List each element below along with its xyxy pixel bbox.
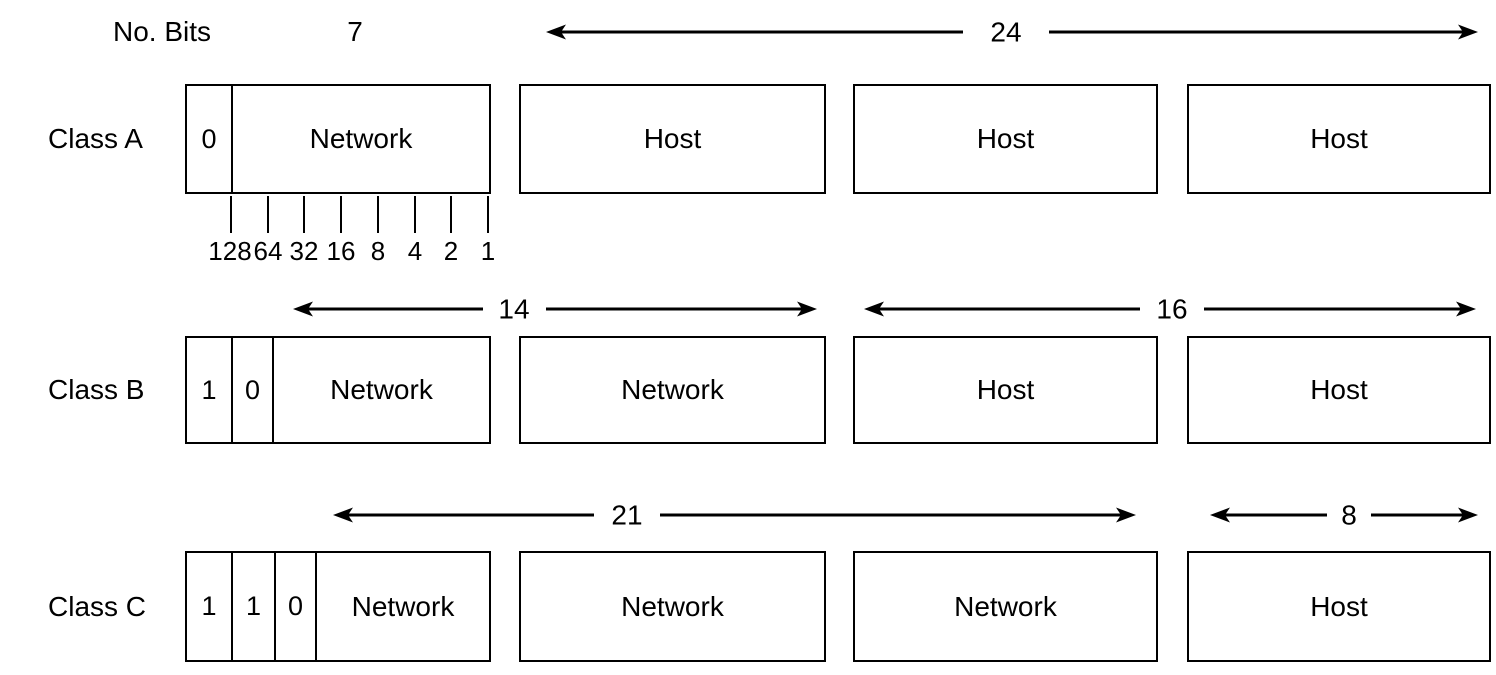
class-c-leading-bit-3: 0 xyxy=(276,553,317,660)
class-a-network-bit-count: 7 xyxy=(347,16,363,47)
class-a-octet1-box: 0 Network xyxy=(185,84,491,194)
class-c-label: Class C xyxy=(48,590,147,622)
class-b-octet4-box: Host xyxy=(1187,336,1491,444)
class-a-host-bits-arrow: 24 xyxy=(546,17,1478,48)
bit-value-ticks: 128 64 32 16 8 4 2 1 xyxy=(208,196,495,266)
class-a-octet4-box: Host xyxy=(1187,84,1491,194)
class-b-host-bit-count: 16 xyxy=(1156,294,1187,325)
class-c-network-bits-arrow: 21 xyxy=(333,500,1136,531)
class-c-network-field: Network xyxy=(351,590,455,622)
bit-value-label-16: 16 xyxy=(327,236,356,266)
bit-value-label-128: 128 xyxy=(208,236,251,266)
bit-value-label-32: 32 xyxy=(290,236,319,266)
class-b-leading-bit-2: 0 xyxy=(233,338,274,442)
class-b-network-bit-count: 14 xyxy=(498,294,529,325)
class-c-leading-bit-1: 1 xyxy=(187,553,233,660)
class-b-host-bits-arrow: 16 xyxy=(864,294,1476,325)
class-b-network-field: Network xyxy=(330,374,433,405)
class-c-octet4-box: Host xyxy=(1187,551,1491,662)
class-c-host-bit-count: 8 xyxy=(1341,500,1357,531)
class-c-host-bits-arrow: 8 xyxy=(1210,500,1478,531)
bit-value-label-8: 8 xyxy=(371,236,385,266)
bit-value-label-2: 2 xyxy=(444,236,458,266)
class-c-octet3-box: Network xyxy=(853,551,1158,662)
class-a-network-field: Network xyxy=(309,123,413,154)
class-b-network-bits-arrow: 14 xyxy=(293,294,817,325)
class-a-host-bit-count: 24 xyxy=(990,17,1021,48)
bit-value-label-64: 64 xyxy=(254,236,283,266)
class-a-leading-bit: 0 xyxy=(187,86,233,192)
class-c-network-bit-count: 21 xyxy=(611,500,642,531)
class-c-octet2-box: Network xyxy=(519,551,826,662)
class-c-leading-bit-2: 1 xyxy=(233,553,276,660)
class-c-octet1-box: 1 1 0 Network xyxy=(185,551,491,662)
class-b-leading-bit-1: 1 xyxy=(187,338,233,442)
class-a-octet3-box: Host xyxy=(853,84,1158,194)
class-b-label: Class B xyxy=(48,374,145,405)
no-bits-label: No. Bits xyxy=(113,16,212,47)
bit-value-label-4: 4 xyxy=(408,236,422,266)
class-b-octet3-box: Host xyxy=(853,336,1158,444)
class-b-octet1-box: 1 0 Network xyxy=(185,336,491,444)
class-a-label: Class A xyxy=(48,123,143,154)
class-b-octet2-box: Network xyxy=(519,336,826,444)
class-a-octet2-box: Host xyxy=(519,84,826,194)
bit-value-label-1: 1 xyxy=(481,236,495,266)
